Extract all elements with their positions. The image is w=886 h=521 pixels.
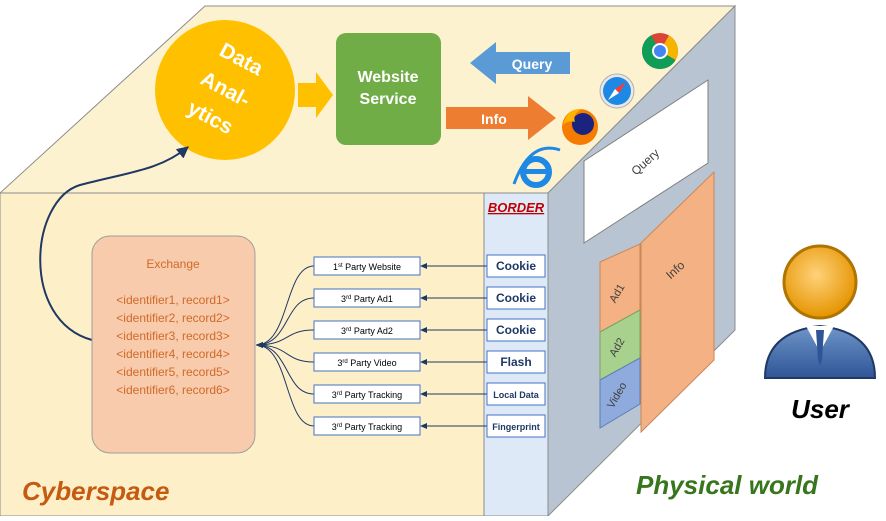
party-num: 1	[333, 262, 338, 272]
info-arrow-label: Info	[481, 111, 507, 127]
party-sup: rd	[346, 295, 351, 301]
party-label: 3rd Party Video	[337, 358, 396, 368]
mechanism-arrowhead	[420, 391, 427, 397]
party-num: 3	[341, 294, 346, 304]
mechanism-box	[486, 382, 546, 406]
info-panel	[640, 170, 715, 434]
party-num: 3	[341, 326, 346, 336]
party-label: 3rd Party Tracking	[332, 390, 402, 400]
chrome-icon	[641, 33, 679, 70]
party-name: Party Ad2	[351, 326, 393, 336]
physical-world-label: Physical world	[636, 470, 819, 500]
mechanism-label: Cookie	[496, 323, 536, 337]
party-num: 3	[337, 358, 342, 368]
party-label: 3rd Party Ad2	[341, 326, 393, 336]
data-analytics-node	[155, 20, 295, 160]
party-num: 3	[332, 390, 337, 400]
query-window	[583, 79, 709, 244]
party-sup: rd	[337, 423, 342, 429]
info-arrow	[446, 96, 556, 140]
party-name: Party Website	[343, 262, 401, 272]
cyberspace-label: Cyberspace	[22, 476, 169, 506]
exchange-box	[91, 235, 256, 454]
party-name: Party Tracking	[342, 390, 402, 400]
party-label: 1st Party Website	[333, 262, 401, 272]
mechanism-box	[486, 414, 546, 438]
party-sup: rd	[346, 327, 351, 333]
fan-line	[255, 265, 315, 346]
party-num: 3	[332, 422, 337, 432]
service-line-1: Website	[357, 69, 418, 86]
exchange-record: <identifier4, record4>	[116, 347, 229, 361]
front-face	[0, 192, 549, 517]
mechanism-box	[486, 254, 546, 278]
fan-line	[255, 344, 315, 363]
exchange-records: <identifier1, record1> <identifier2, reco…	[116, 293, 229, 397]
party-sup: rd	[337, 391, 342, 397]
mechanism-arrowhead	[420, 263, 427, 269]
safari-icon	[599, 73, 635, 109]
fan-line	[255, 344, 315, 395]
exchange-record: <identifier2, record2>	[116, 311, 229, 325]
service-line-2: Service	[360, 91, 417, 108]
fan-line	[255, 329, 315, 346]
party-name: Party Video	[348, 358, 397, 368]
exchange-record: <identifier5, record5>	[116, 365, 229, 379]
party-label: 3rd Party Ad1	[341, 294, 393, 304]
mechanism-arrowhead	[420, 327, 427, 333]
website-service-node	[336, 33, 441, 145]
mechanism-box	[486, 318, 546, 342]
mechanism-arrowhead	[420, 423, 427, 429]
border-label: BORDER	[488, 200, 545, 215]
exchange-title: Exchange	[146, 257, 200, 271]
exchange-record: <identifier6, record6>	[116, 383, 229, 397]
mechanism-label: Cookie	[496, 259, 536, 273]
exchange-record: <identifier1, record1>	[116, 293, 229, 307]
video-panel	[599, 357, 641, 429]
party-label: 3rd Party Tracking	[332, 422, 402, 432]
exchange-to-analytics-arrow	[39, 146, 189, 341]
exchange-record: <identifier3, record3>	[116, 329, 229, 343]
query-arrow	[470, 42, 570, 84]
user-label: User	[791, 394, 851, 424]
fan-line	[255, 297, 315, 346]
mechanism-box	[486, 286, 546, 310]
ie-icon	[512, 146, 561, 188]
fan-arrowhead	[256, 342, 263, 348]
party-name: Party Ad1	[351, 294, 393, 304]
fan-line	[255, 344, 315, 427]
mechanism-label: Local Data	[493, 390, 540, 400]
user-icon	[763, 244, 877, 379]
query-arrow-label: Query	[512, 56, 553, 72]
mechanism-label: Cookie	[496, 291, 536, 305]
mechanism-label: Flash	[500, 355, 531, 369]
firefox-icon	[562, 108, 598, 145]
mechanism-arrowhead	[420, 359, 427, 365]
fan-lines	[255, 265, 315, 427]
analytics-to-service-arrow	[298, 72, 333, 118]
mechanism-label: Fingerprint	[492, 422, 540, 432]
mechanism-box	[486, 350, 546, 374]
party-name: Party Tracking	[342, 422, 402, 432]
mechanism-arrowhead	[420, 295, 427, 301]
party-sup: st	[338, 263, 343, 269]
party-sup: rd	[342, 359, 347, 365]
